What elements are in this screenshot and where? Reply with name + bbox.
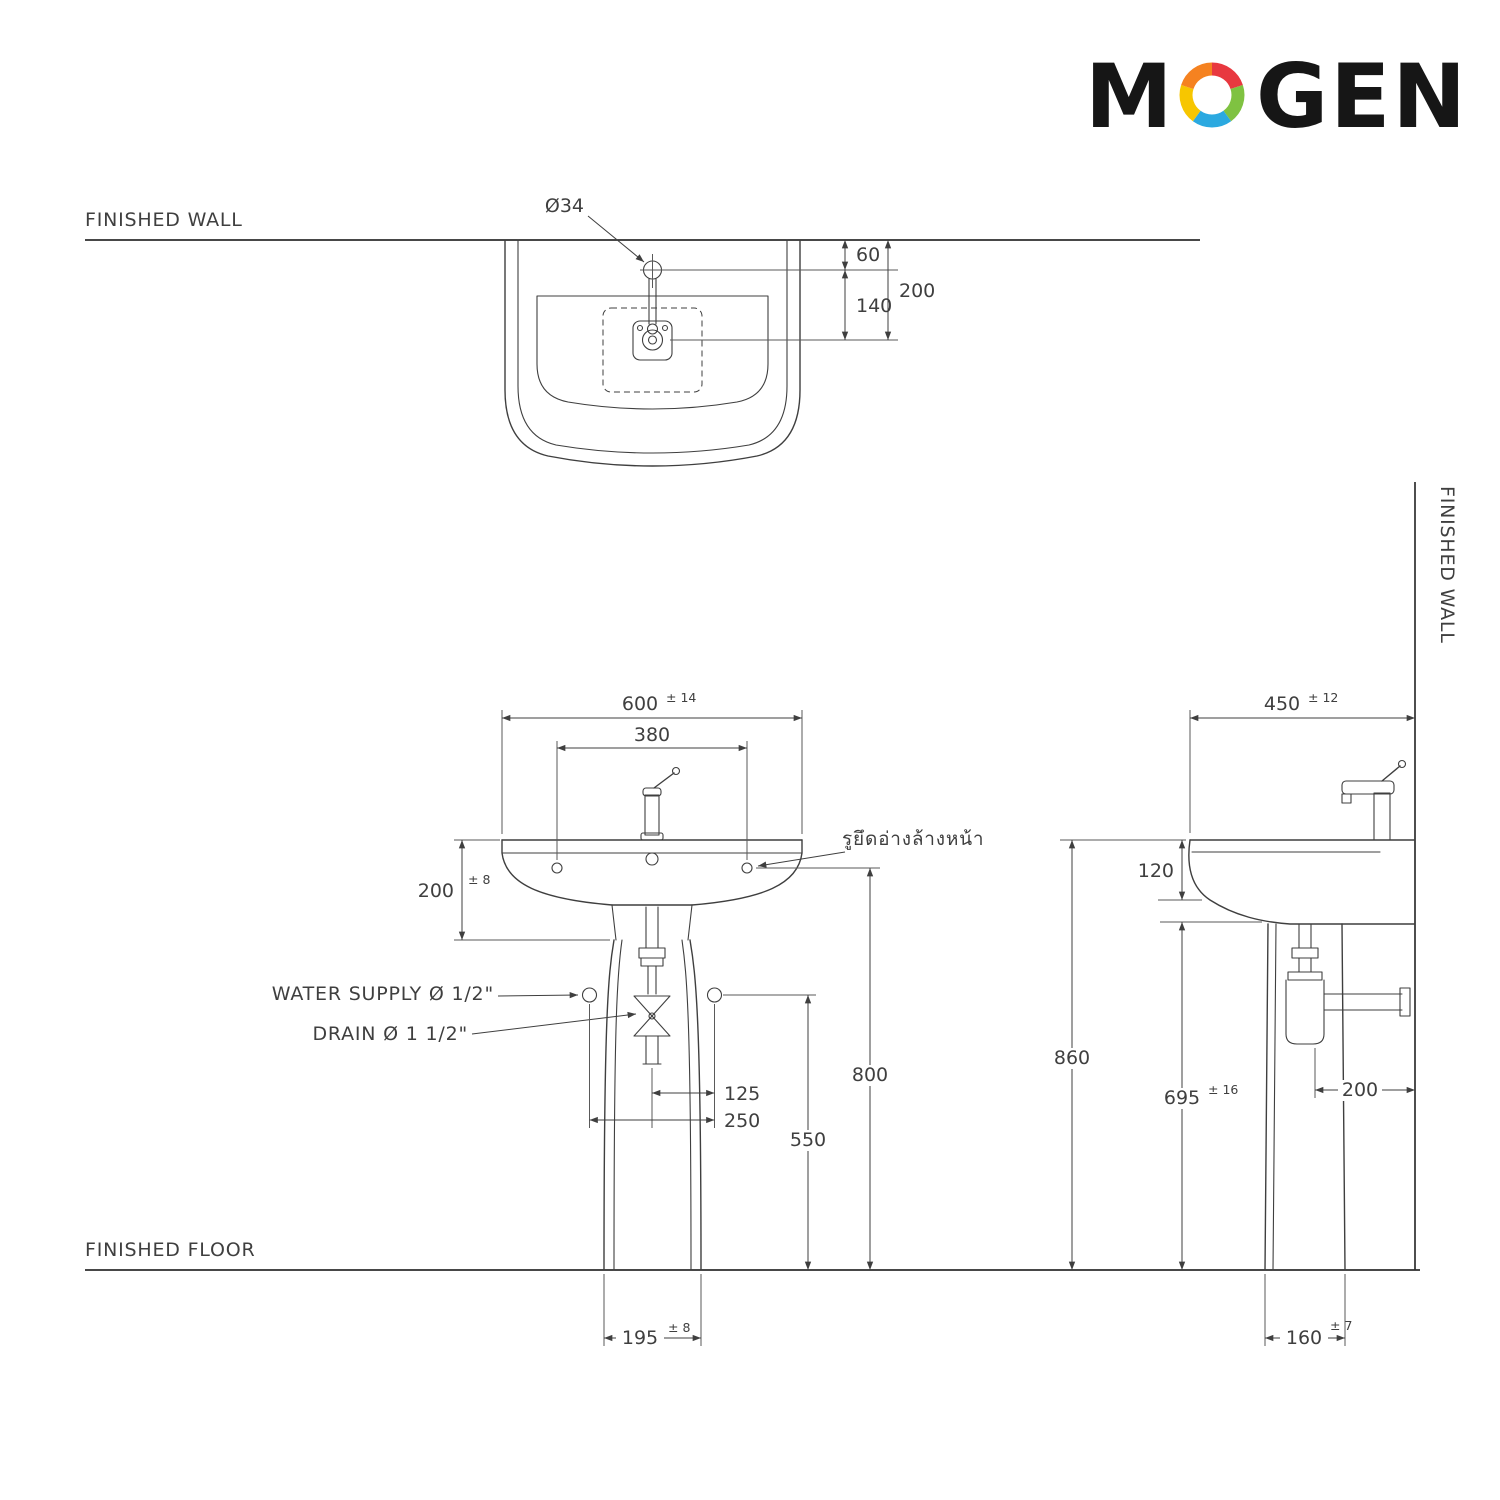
ring-segment-blue	[1192, 110, 1232, 128]
reference-lines: FINISHED WALL FINISHED FLOOR FINISHED WA…	[85, 209, 1458, 1271]
mogen-logo: M GEN	[1085, 45, 1468, 148]
front-drain-trap	[581, 906, 723, 1065]
dim-label-pedestal-width-tol: ± 8	[668, 1320, 690, 1335]
drain-label: DRAIN Ø 1 1/2"	[312, 1023, 468, 1045]
dim-label-front-edge-height: 120	[1138, 860, 1174, 882]
finished-wall-side-label: FINISHED WALL	[1436, 486, 1458, 644]
water-supply-hole-left	[581, 987, 598, 1003]
dim-label-rim-height: 860	[1054, 1047, 1090, 1069]
front-faucet	[640, 766, 681, 841]
dim-label-basin-height-tol: ± 8	[468, 872, 490, 887]
dim-label-drain-to-wall: 200	[1342, 1079, 1378, 1101]
dim-label-wall-to-drain: 200	[899, 280, 935, 302]
dim-label-supply-spacing: 250	[724, 1110, 760, 1132]
mounting-hole-thai-label: รูยึดอ่างล้างหน้า	[842, 828, 984, 850]
side-trap	[1285, 923, 1411, 1045]
ring-segment-red	[1211, 62, 1243, 90]
side-view: 450 ± 12 120 860 695 ± 16 200	[1050, 690, 1416, 1349]
dim-label-mount-height: 800	[852, 1064, 888, 1086]
dim-label-depth: 450	[1264, 693, 1300, 715]
front-pedestal	[603, 939, 702, 1271]
mounting-hole-leader	[757, 851, 846, 868]
overflow-dashed-area	[602, 307, 703, 393]
dim-label-wall-to-faucet: 60	[856, 244, 880, 266]
mounting-hole-left	[551, 862, 563, 874]
plan-basin-outline	[504, 239, 801, 467]
dim-label-pedestal-depth-tol: ± 7	[1330, 1318, 1352, 1333]
mounting-hole-right	[741, 862, 753, 874]
front-annotations: WATER SUPPLY Ø 1/2" DRAIN Ø 1 1/2" รูยึด…	[272, 828, 984, 1045]
leader-faucet-dia	[587, 215, 645, 263]
dim-label-trap-height-tol: ± 16	[1208, 1082, 1238, 1097]
ring-segment-yellow	[1179, 85, 1201, 122]
dim-label-faucet-to-drain: 140	[856, 295, 892, 317]
plan-view: Ø34 60 140 200	[504, 195, 935, 467]
side-dimensions: 450 ± 12 120 860 695 ± 16 200	[1050, 690, 1415, 1349]
side-pedestal	[1264, 923, 1346, 1271]
finished-wall-top-label: FINISHED WALL	[85, 209, 243, 231]
dim-label-basin-height: 200	[418, 880, 454, 902]
front-view: WATER SUPPLY Ø 1/2" DRAIN Ø 1 1/2" รูยึด…	[272, 690, 984, 1349]
dim-label-faucet-dia: Ø34	[545, 195, 584, 217]
side-faucet	[1341, 759, 1407, 841]
water-supply-label: WATER SUPPLY Ø 1/2"	[272, 983, 494, 1005]
dim-label-trap-height: 695	[1164, 1087, 1200, 1109]
deck-faucet-hole	[645, 852, 659, 866]
dim-label-depth-tol: ± 12	[1308, 690, 1338, 705]
dim-label-supply-height: 550	[790, 1129, 826, 1151]
ring-segment-green	[1223, 85, 1245, 122]
water-supply-leader	[497, 991, 579, 999]
logo-letter-m: M	[1085, 45, 1175, 148]
plan-dimensions: Ø34 60 140 200	[545, 195, 935, 341]
plan-faucet	[640, 254, 665, 335]
mogen-o-ring-icon	[1179, 62, 1245, 128]
drain-leader	[471, 1011, 637, 1035]
dim-label-pedestal-depth: 160	[1286, 1327, 1322, 1349]
plan-drain-assembly	[632, 320, 673, 361]
dim-label-drain-to-supply: 125	[724, 1083, 760, 1105]
dim-label-width: 600	[622, 693, 658, 715]
logo-letters-gen: GEN	[1256, 45, 1468, 148]
ring-segment-orange	[1181, 62, 1213, 90]
finished-floor-label: FINISHED FLOOR	[85, 1239, 256, 1261]
side-basin	[1188, 839, 1416, 925]
water-supply-hole-right	[706, 987, 723, 1003]
dim-label-width-tol: ± 14	[666, 690, 696, 705]
front-dimensions: 600 ± 14 380 200 ± 8 125 250 550	[418, 690, 892, 1349]
dim-label-pedestal-width: 195	[622, 1327, 658, 1349]
dim-label-hole-spacing: 380	[634, 724, 670, 746]
front-basin	[501, 839, 803, 941]
